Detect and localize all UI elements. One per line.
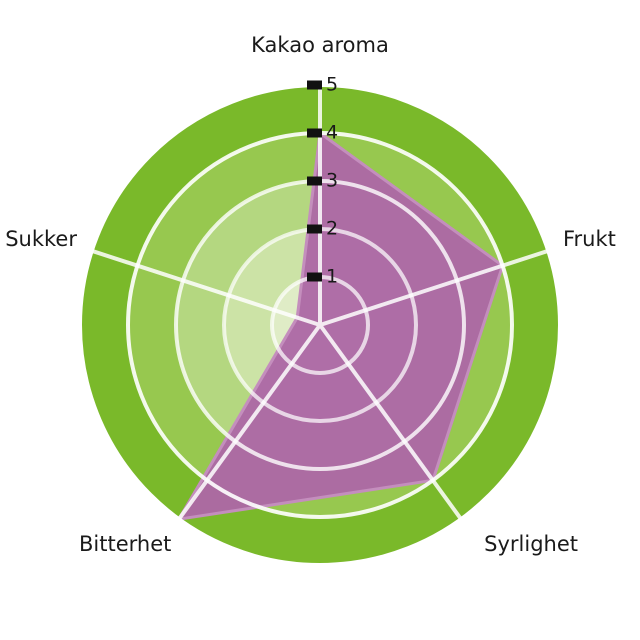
axis-spoke-frukt xyxy=(319,248,549,327)
tick-label-5: 5 xyxy=(326,74,338,96)
category-axis-labels: Kakao aroma Frukt Syrlighet Bitterhet Su… xyxy=(5,33,616,556)
axis-spoke-bitterhet xyxy=(177,323,322,521)
tick-label-3: 3 xyxy=(326,170,338,192)
series-area xyxy=(177,131,505,521)
tick-label-4: 4 xyxy=(326,122,338,144)
axis-spokes xyxy=(91,85,549,521)
axis-label-kakao-aroma: Kakao aroma xyxy=(251,33,389,57)
tick-label-2: 2 xyxy=(326,218,338,240)
axis-spoke-sukker xyxy=(91,248,321,327)
series-area-group xyxy=(177,131,505,521)
axis-label-syrlighet: Syrlighet xyxy=(484,532,578,556)
axis-label-sukker: Sukker xyxy=(5,227,77,251)
radial-tick-marks xyxy=(307,80,322,282)
axis-label-frukt: Frukt xyxy=(563,227,616,251)
radial-tick-labels: 1 2 3 4 5 xyxy=(326,74,338,288)
tick-label-1: 1 xyxy=(326,266,338,288)
axis-label-bitterhet: Bitterhet xyxy=(79,532,171,556)
axis-spoke-syrlighet xyxy=(318,323,463,521)
